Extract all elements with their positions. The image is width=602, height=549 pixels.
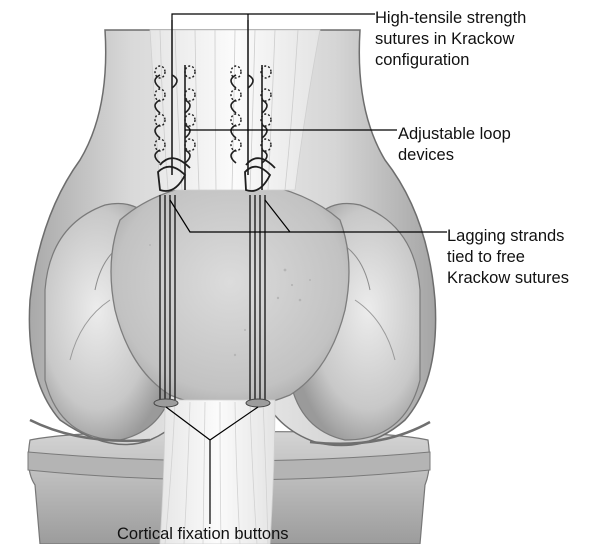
cortical-button-right [246,399,270,407]
label-lagging-strands: Lagging strands tied to free Krackow sut… [447,226,569,289]
label-sutures-line-1: High-tensile strength [375,8,526,29]
patellar-tendon [160,400,275,544]
label-lagging-line-2: tied to free [447,247,569,268]
label-sutures-line-3: configuration [375,50,526,71]
patella [111,180,349,408]
label-buttons-line-1: Cortical fixation buttons [117,524,289,545]
label-lagging-line-1: Lagging strands [447,226,569,247]
label-loop-devices: Adjustable loop devices [398,124,511,166]
label-loop-line-2: devices [398,145,511,166]
cortical-button-left [154,399,178,407]
label-sutures-line-2: sutures in Krackow [375,29,526,50]
label-cortical-buttons: Cortical fixation buttons [117,524,289,545]
label-sutures: High-tensile strength sutures in Krackow… [375,8,526,71]
label-loop-line-1: Adjustable loop [398,124,511,145]
label-lagging-line-3: Krackow sutures [447,268,569,289]
